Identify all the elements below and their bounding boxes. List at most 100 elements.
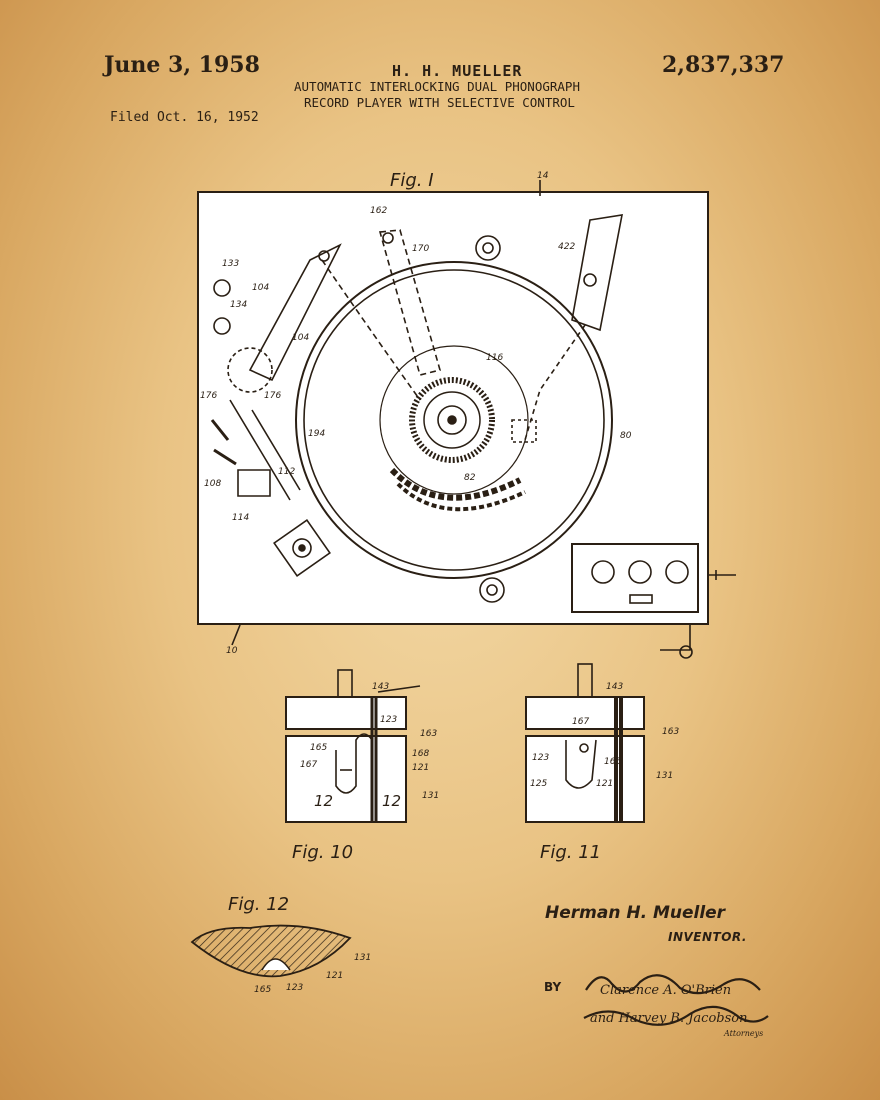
title-line-2: RECORD PLAYER WITH SELECTIVE CONTROL [304, 95, 575, 110]
record-shading-2 [396, 482, 526, 512]
ref-104b: 104 [292, 333, 309, 343]
ref-82: 82 [464, 473, 476, 483]
f10-ref-121: 121 [412, 763, 429, 773]
ref-14: 14 [537, 171, 549, 181]
f11-ref-121: 121 [596, 779, 613, 789]
bottom-post-inner [486, 584, 498, 596]
f10-ref-143: 143 [372, 682, 389, 692]
platter-outer [295, 261, 613, 579]
leader-10 [231, 624, 241, 646]
patent-number: 2,837,337 [662, 52, 785, 78]
fig10-body [285, 735, 407, 823]
left-bracket [237, 469, 271, 497]
control-knob-1 [591, 560, 615, 584]
fig10-block: 143 123 163 165 167 168 121 12 12 131 Fi… [285, 669, 439, 863]
fig1-caption: Fig. I [390, 170, 434, 191]
ref-194: 194 [308, 429, 325, 439]
f11-ref-123: 123 [532, 753, 549, 763]
f12-ref-121: 121 [326, 971, 343, 981]
fig11-spring [565, 739, 597, 789]
f11-ref-131: 131 [656, 771, 673, 781]
f10-ref-12a: 12 [314, 792, 333, 810]
record-shading [389, 467, 522, 501]
ref-104a: 104 [252, 283, 269, 293]
f12-ref-131: 131 [354, 953, 371, 963]
arm-path-dashed [321, 259, 421, 401]
cartridge-plate [273, 519, 331, 577]
ref-80: 80 [620, 431, 632, 441]
f12-ref-165: 165 [254, 985, 271, 995]
f10-ref-167: 167 [300, 760, 317, 770]
left-mechanism-disc [227, 347, 273, 393]
control-knob-2 [628, 560, 652, 584]
f11-ref-143: 143 [606, 682, 623, 692]
tone-arm-left [248, 243, 342, 382]
attorney-line-2: and Harvey B. Jacobson [590, 1011, 747, 1026]
ref-176b: 176 [264, 391, 281, 401]
fig11-stem [577, 663, 593, 699]
ref-162: 162 [370, 206, 387, 216]
foot-knob [679, 645, 693, 659]
f10-ref-168: 168 [412, 749, 429, 759]
cartridge-right [511, 419, 537, 443]
fig10-caption: Fig. 10 [292, 842, 353, 863]
f11-ref-163: 163 [662, 727, 679, 737]
attorney-line-1: Clarence A. O'Brien [600, 983, 731, 998]
ref-114: 114 [232, 513, 249, 523]
f12-ref-123: 123 [286, 983, 303, 993]
ref-134: 134 [230, 300, 247, 310]
f10-ref-12b: 12 [382, 792, 401, 810]
title-line-1: AUTOMATIC INTERLOCKING DUAL PHONOGRAPH [294, 79, 580, 94]
side-lever [708, 570, 736, 580]
control-box [571, 543, 699, 613]
ref-108: 108 [204, 479, 221, 489]
inventor-header: H. H. MUELLER [392, 62, 523, 80]
bottom-post [479, 577, 505, 603]
filed-date: Filed Oct. 16, 1952 [110, 110, 259, 125]
ref-176a: 176 [200, 391, 217, 401]
control-switch [629, 594, 653, 604]
tone-arm-pivot [583, 273, 597, 287]
fig10-refs: 143 123 163 165 167 168 121 12 12 131 [300, 682, 439, 810]
fig10-top [285, 696, 407, 730]
left-linkage [229, 399, 301, 501]
ref-170: 170 [412, 244, 429, 254]
f11-ref-165: 165 [604, 757, 621, 767]
left-arm-pivot [318, 250, 330, 262]
attorney-role: Attorneys [723, 1029, 763, 1038]
record-stack [409, 377, 495, 463]
fig11-block: 143 167 163 123 165 125 121 131 Fig. 11 [525, 663, 679, 863]
fig11-refs: 143 167 163 123 165 125 121 131 [530, 682, 679, 789]
inventor-role: INVENTOR. [668, 930, 747, 944]
record-label-area [379, 345, 529, 495]
f10-ref-131: 131 [422, 791, 439, 801]
fig12-spring [261, 958, 291, 971]
ref-10: 10 [226, 646, 238, 656]
fig10-spring [335, 733, 373, 794]
fig10-stem [337, 669, 353, 699]
f10-ref-165: 165 [310, 743, 327, 753]
ref-422: 422 [558, 242, 575, 252]
f11-ref-167: 167 [572, 717, 589, 727]
ref-116: 116 [486, 353, 503, 363]
f10-ref-163: 163 [420, 729, 437, 739]
fig11-body [525, 735, 645, 823]
mid-arm-pivot [382, 232, 394, 244]
signature-stroke-2 [583, 1005, 769, 1026]
fig1-refs: 14 162 170 422 133 104 134 104 176 176 1… [200, 171, 632, 656]
fig11-caption: Fig. 11 [540, 842, 601, 863]
turntable-base [197, 191, 709, 625]
fig12-hatched-section [190, 924, 352, 978]
fig12-caption: Fig. 12 [228, 894, 289, 915]
top-post [475, 235, 501, 261]
inventor-name: Herman H. Mueller [545, 903, 726, 923]
control-knob-3 [665, 560, 689, 584]
tone-arm-mid-dashed [378, 229, 441, 376]
signature-stroke-1 [585, 974, 761, 995]
platter-rim [303, 269, 605, 571]
ref-112: 112 [278, 467, 295, 477]
ref-133: 133 [222, 259, 239, 269]
patent-date: June 3, 1958 [104, 52, 260, 78]
spindle-ring [423, 391, 481, 449]
